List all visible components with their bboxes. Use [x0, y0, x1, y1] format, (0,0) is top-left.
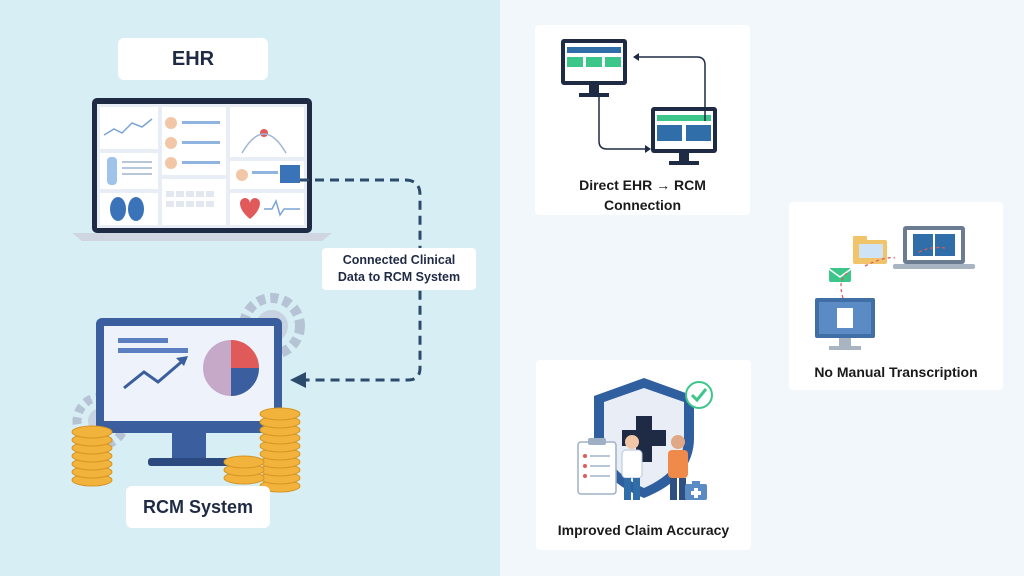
claim-accuracy-caption: Improved Claim Accuracy	[557, 522, 730, 538]
laptop-icon	[893, 226, 975, 269]
monitor-icon	[651, 107, 717, 165]
no-manual-card: No Manual Transcription	[789, 202, 1003, 390]
direct-connection-caption: Direct EHR → RCM Connection	[535, 175, 750, 215]
direct-connection-caption-line1: Direct EHR → RCM	[579, 177, 706, 193]
connector-label: Connected Clinical Data to RCM System	[322, 248, 476, 290]
envelope-icon	[828, 268, 852, 282]
doctor-figure	[621, 435, 643, 500]
folder-icon	[853, 236, 887, 264]
medkit-icon	[685, 481, 707, 500]
laptop-icon	[72, 98, 332, 241]
ehr-label: EHR	[118, 38, 268, 80]
monitor-icon	[96, 318, 282, 466]
ehr-label-text: EHR	[171, 47, 215, 70]
coins-icon	[71, 425, 113, 487]
connector-arrow	[290, 178, 422, 388]
no-manual-caption: No Manual Transcription	[814, 364, 978, 380]
patient-figure	[668, 435, 688, 500]
coins-icon	[223, 455, 265, 485]
transfer-path	[840, 246, 946, 299]
direct-connection-caption-line2: Connection	[604, 197, 681, 213]
clipboard-icon	[577, 438, 617, 495]
connector-label-line2: Data to RCM System	[337, 270, 461, 284]
monitor-icon	[561, 39, 627, 97]
claim-accuracy-card: Improved Claim Accuracy	[536, 360, 751, 550]
coins-icon	[259, 407, 301, 493]
direct-connection-card: Direct EHR → RCM Connection	[535, 25, 750, 215]
connection-arrows	[598, 53, 706, 153]
check-icon	[685, 381, 713, 409]
pie-chart-icon	[203, 340, 259, 396]
connector-label-line1: Connected Clinical	[342, 253, 456, 267]
monitor-icon	[815, 298, 875, 350]
rcm-system-label-text: RCM System	[142, 496, 254, 517]
rcm-system-label: RCM System	[126, 486, 270, 528]
